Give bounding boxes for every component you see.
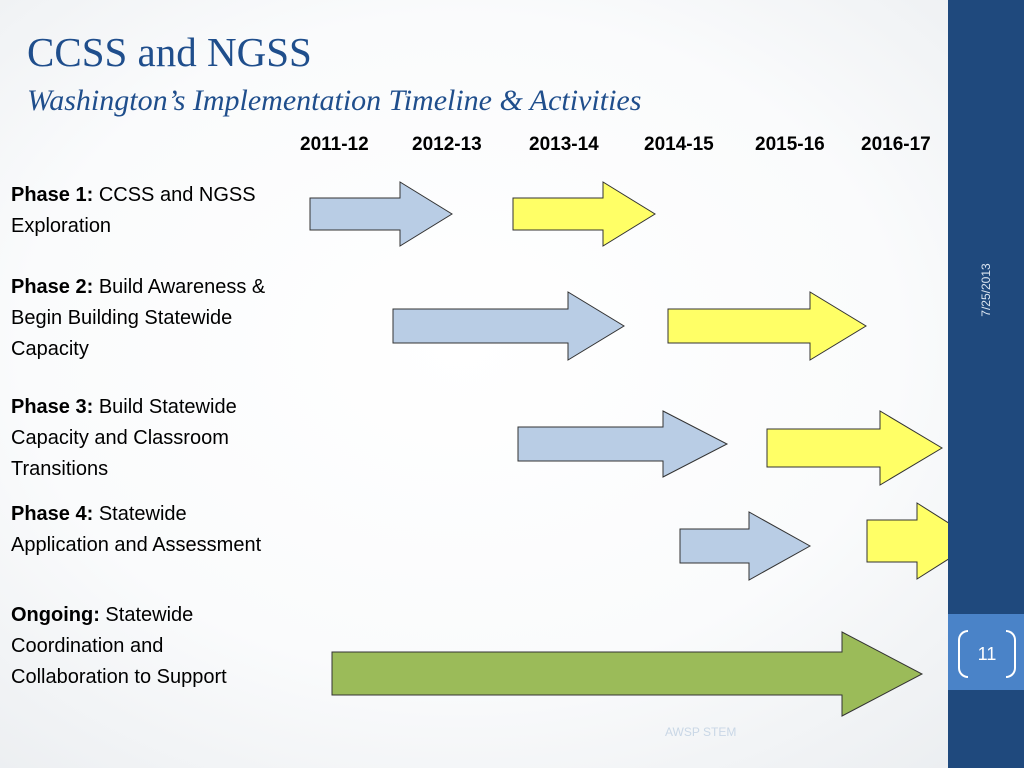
slide-date: 7/25/2013 — [979, 263, 993, 317]
phase-1-arrow-blue — [309, 181, 453, 247]
phase-2-title: Phase 2: — [11, 276, 94, 298]
phase-1-arrow-yellow — [512, 181, 656, 247]
phase-4-label: Phase 4: Statewide Application and Asses… — [11, 499, 286, 561]
phase-1-description: CCSS and NGSS Exploration — [11, 184, 256, 237]
phase-2-description: Build Awareness & Begin Building Statewi… — [11, 276, 266, 360]
left-bracket-icon — [958, 630, 968, 678]
year-header-2011-12: 2011-12 — [300, 134, 369, 155]
year-header-2015-16: 2015-16 — [755, 134, 825, 155]
phase-2-arrow-yellow — [667, 291, 867, 361]
phase-3-description: Build Statewide Capacity and Classroom T… — [11, 396, 237, 480]
footer-text: AWSP STEM — [665, 725, 737, 739]
year-header-2012-13: 2012-13 — [412, 134, 482, 155]
phase-4-title: Phase 4: — [11, 503, 94, 525]
phase-3-title: Phase 3: — [11, 396, 94, 418]
phase-3-arrow-blue — [517, 410, 729, 478]
year-header-2016-17: 2016-17 — [861, 134, 931, 155]
timeline-arrows — [309, 181, 948, 717]
slide-subtitle: Washington’s Implementation Timeline & A… — [27, 84, 642, 117]
timeline-year-headers: 2011-12 2012-13 2013-14 2014-15 2015-16 … — [0, 132, 948, 158]
phase-1-title: Phase 1: — [11, 184, 94, 206]
ongoing-arrow-green — [331, 631, 924, 717]
phase-3-arrow-yellow — [766, 410, 943, 486]
phase-4-description: Statewide Application and Assessment — [11, 503, 262, 556]
page-number-box — [948, 614, 1024, 690]
phase-1-label: Phase 1: CCSS and NGSS Exploration — [11, 180, 286, 242]
year-header-2014-15: 2014-15 — [644, 134, 714, 155]
ongoing-label: Ongoing: Statewide Coordination and Coll… — [11, 600, 286, 693]
page-number: 11 — [977, 644, 997, 664]
year-header-2013-14: 2013-14 — [529, 134, 599, 155]
ongoing-title: Ongoing: — [11, 604, 100, 626]
phase-3-label: Phase 3: Build Statewide Capacity and Cl… — [11, 392, 286, 485]
phase-2-label: Phase 2: Build Awareness & Begin Buildin… — [11, 272, 286, 365]
ongoing-description: Statewide Coordination and Collaboration… — [11, 604, 227, 688]
phase-4-arrow-yellow — [866, 502, 948, 580]
slide-title: CCSS and NGSS — [27, 29, 312, 75]
phase-2-arrow-blue — [392, 291, 625, 361]
phase-4-arrow-blue — [679, 511, 812, 581]
